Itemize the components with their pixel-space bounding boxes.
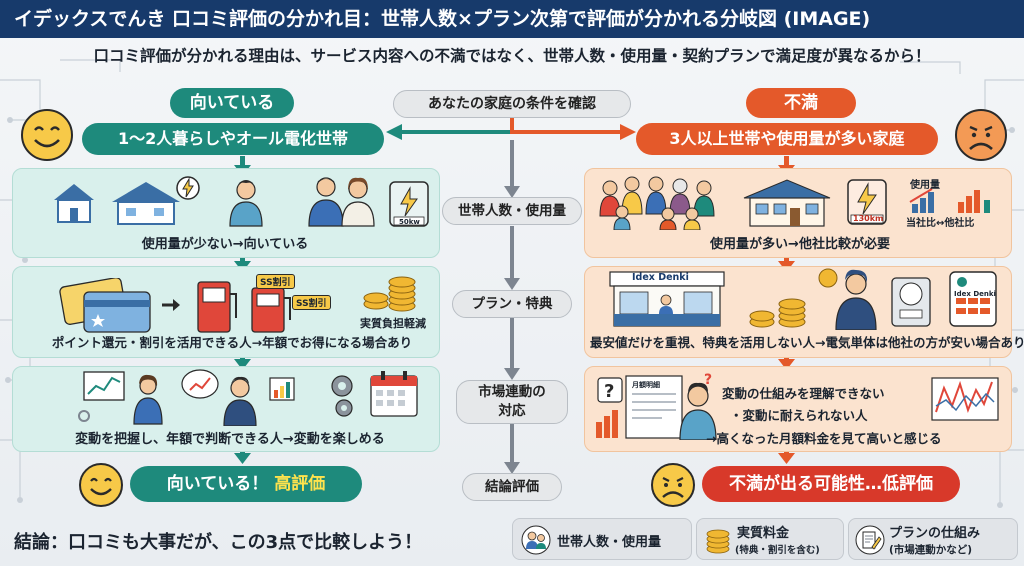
bill-label: 月額明細 [632, 381, 660, 389]
left-row1-caption: 使用量が少ない→向いている [141, 237, 309, 252]
usage-label: 使用量 [910, 180, 940, 191]
coin-stack-icon [363, 276, 416, 312]
right-condition: 3人以上世帯や使用量が多い家庭 [636, 123, 938, 155]
legend-plan-label: プランの仕組み [889, 526, 981, 541]
low-meter-icon [389, 181, 429, 227]
large-house-icon [743, 179, 831, 227]
low-meter-reading: 50kw [399, 218, 420, 226]
left-condition: 1〜2人暮らしやオール電化世帯 [82, 123, 384, 155]
good-result-banner: 向いている！ 高評価 [130, 466, 362, 502]
large-family-icon [599, 176, 715, 230]
legend-plan-structure: プランの仕組み (市場連動かなど) [848, 518, 1018, 560]
footer-conclusion: 結論：口コミも大事だが、この3点で比較しよう！ [14, 532, 423, 553]
fuel-pumps-icon [197, 281, 291, 333]
svg-text:?: ? [704, 372, 712, 388]
left-row3-caption: 変動を把握し、年額で判断できる人→変動を楽しめる [75, 432, 385, 447]
legend-household-label: 世帯人数・使用量 [557, 535, 662, 550]
high-meter-icon [847, 179, 887, 225]
step-household-usage: 世帯人数・使用量 [442, 197, 582, 225]
right-row2-caption: 最安値だけを重視、特典を活用しない人→電気単体は他社の方が安い場合あり [590, 335, 1024, 350]
tablet-icon [949, 271, 997, 327]
svg-text:?: ? [604, 381, 614, 402]
legend-price-label: 実質料金 [737, 526, 790, 541]
check-conditions-box: あなたの家庭の条件を確認 [393, 90, 631, 118]
happy-result-icon [79, 463, 123, 507]
right-tag: 不満 [746, 88, 856, 118]
single-person-icon [229, 180, 263, 227]
right-row3-line2: ・変動に耐えられない人 [730, 408, 868, 423]
coins-right-icon [749, 298, 806, 328]
confused-man-icon: ? [679, 372, 717, 440]
compare-label: 当社比↔他社比 [906, 218, 975, 229]
couple-icon [308, 177, 375, 227]
sad-face-icon [955, 109, 1007, 161]
good-result-text: 向いている！ [166, 474, 269, 494]
legend-price-sub: (特典・割引を含む) [735, 545, 820, 556]
discount-badge-1: SS割引 [256, 274, 295, 289]
step-market-linked: 市場連動の 対応 [456, 380, 568, 424]
step-conclusion: 結論評価 [462, 473, 562, 501]
left-row2-caption: ポイント還元・割引を活用できる人→年額でお得になる場合あり [51, 335, 413, 350]
small-houses-icon [54, 182, 180, 225]
lightning-bolt-icon [176, 176, 200, 200]
idex-shop-icon [609, 271, 725, 327]
bill-document-icon: ? [596, 375, 683, 439]
businessman-icon [181, 369, 295, 426]
right-row3-line3: →高くなった月額料金を見て高いと感じる [706, 431, 942, 446]
step-plan-benefits: プラン・特典 [452, 290, 572, 318]
good-result-accent: 高評価 [274, 474, 326, 494]
electric-meter-icon [891, 277, 931, 327]
happy-face-icon [21, 109, 73, 161]
legend-household: 世帯人数・使用量 [512, 518, 692, 560]
right-row3-line1: 変動の仕組みを理解できない [722, 386, 885, 401]
coins-label: 実質負担軽減 [360, 317, 426, 330]
sad-result-icon [651, 463, 695, 507]
right-row1-caption: 使用量が多い→他社比較が必要 [710, 237, 890, 252]
shop-sign: Idex Denki [632, 272, 689, 283]
page-title: イデックスでんき 口コミ評価の分かれ目：世帯人数×プラン次第で評価が分かれる分岐… [0, 0, 1024, 38]
tablet-label: Idex Denki [954, 290, 996, 298]
coin-icon [706, 529, 730, 554]
legend-plan-sub: (市場連動かなど) [889, 544, 973, 556]
calendar-icon [370, 371, 418, 417]
point-cards-icon [59, 278, 151, 333]
volatile-chart-icon [931, 377, 999, 421]
document-pen-icon [855, 525, 885, 555]
bad-result-banner: 不満が出る可能性…低評価 [702, 466, 960, 502]
people-icon [521, 525, 551, 555]
gears-icon [331, 375, 353, 417]
legend-effective-price: 実質料金 (特典・割引を含む) [696, 518, 844, 560]
comparison-bars-icon [909, 188, 990, 213]
page-subtitle: 口コミ評価が分かれる理由は、サービス内容への不満ではなく、世帯人数・使用量・契約… [93, 47, 931, 65]
discount-badge-2: SS割引 [292, 295, 331, 310]
left-tag: 向いている [170, 88, 294, 118]
high-meter-reading: 130km [853, 214, 884, 223]
arrow-right-icon [162, 299, 180, 311]
worried-man-icon [818, 268, 877, 330]
analyst-chart-icon [78, 371, 163, 425]
left-panel-market [12, 366, 440, 452]
